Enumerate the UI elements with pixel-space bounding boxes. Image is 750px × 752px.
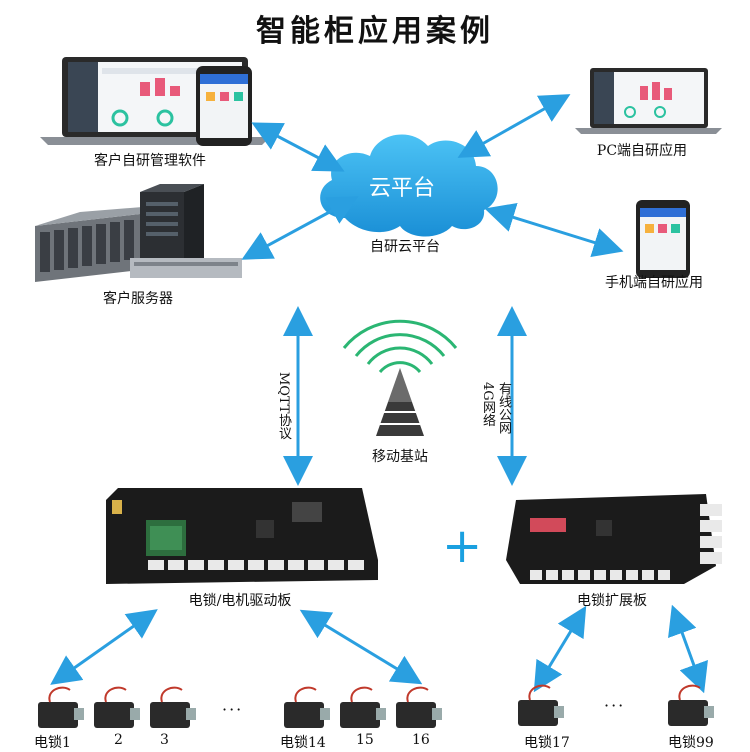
expansion-board-image xyxy=(506,494,722,584)
mobile-app-label: 手机端自研应用 xyxy=(605,275,703,291)
cloud-links xyxy=(241,94,624,486)
server-label: 客户服务器 xyxy=(103,291,173,307)
plus-sign: + xyxy=(442,518,483,574)
lock-icon xyxy=(518,684,564,726)
driver-board-label: 电锁/电机驱动板 xyxy=(188,593,292,609)
lock-label: 15 xyxy=(356,732,374,748)
network-label-2: 有线公网 xyxy=(496,382,511,434)
lock-icon xyxy=(668,684,714,726)
lock-ellipsis: ··· xyxy=(222,700,244,719)
expansion-board-label: 电锁扩展板 xyxy=(577,593,647,609)
lock-label: 3 xyxy=(160,732,169,748)
client-software-label: 客户自研管理软件 xyxy=(94,153,206,169)
tower-icon xyxy=(342,319,458,436)
lock-label: 电锁99 xyxy=(668,735,714,751)
lock-icon xyxy=(396,686,442,728)
phone-icon-2 xyxy=(636,200,690,278)
page-title: 智能柜应用案例 xyxy=(256,14,494,49)
cloud-icon xyxy=(320,134,498,237)
lock-icon xyxy=(340,686,386,728)
lock-links xyxy=(50,604,708,694)
cloud-label: 云平台 xyxy=(369,176,436,201)
lock-label: 电锁14 xyxy=(280,735,326,751)
lock-label: 电锁1 xyxy=(34,735,71,751)
server-icon xyxy=(35,184,242,282)
lock-icon xyxy=(150,686,196,728)
lock-icon xyxy=(94,686,140,728)
network-label-1: 4G网络 xyxy=(480,382,495,427)
driver-board-image xyxy=(106,488,378,584)
lock-label: 16 xyxy=(412,732,430,748)
lock-ellipsis: ··· xyxy=(604,696,626,715)
cloud-caption: 自研云平台 xyxy=(370,239,440,255)
base-station-label: 移动基站 xyxy=(372,449,428,465)
lock-label: 电锁17 xyxy=(524,735,570,751)
laptop-icon-pc xyxy=(575,68,722,134)
lock-icons xyxy=(38,684,714,728)
lock-label: 2 xyxy=(114,732,123,748)
mqtt-label: MQTT协议 xyxy=(276,372,291,440)
pc-app-label: PC端自研应用 xyxy=(596,143,688,159)
phone-icon-1 xyxy=(196,66,252,146)
lock-icon xyxy=(284,686,330,728)
lock-icon xyxy=(38,686,84,728)
